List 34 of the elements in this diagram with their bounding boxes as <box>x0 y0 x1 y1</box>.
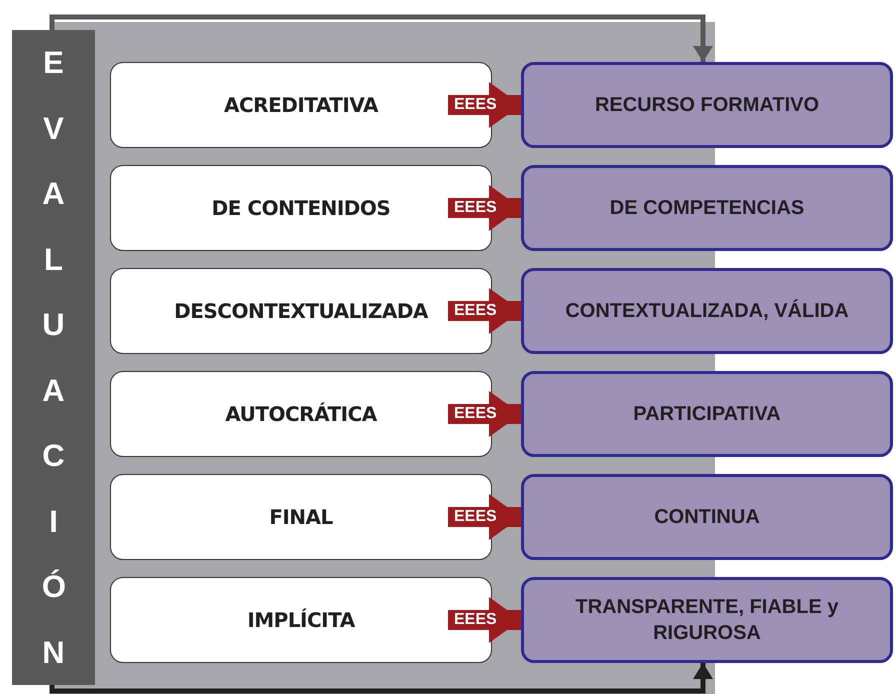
edge-label: EEES <box>454 611 497 629</box>
edge-label: EEES <box>454 96 497 114</box>
process-box <box>521 165 893 251</box>
process-box <box>521 474 893 560</box>
edge-label: EEES <box>454 508 497 526</box>
box-label: IMPLÍCITA <box>247 608 355 632</box>
box-label: TRANSPARENTE, FIABLE y RIGUROSA <box>574 595 840 646</box>
process-box <box>521 268 893 354</box>
edge-label: EEES <box>454 199 497 217</box>
arrow <box>50 663 713 694</box>
block-arrow <box>448 82 521 128</box>
box-label: AUTOCRÁTICA <box>225 402 377 426</box>
process-box <box>521 62 893 148</box>
box-label: CONTINUA <box>654 505 760 530</box>
box-label: PARTICIPATIVA <box>633 402 781 427</box>
box-label: DE COMPETENCIAS <box>610 196 804 221</box>
vertical-title: EVALUACIÓN <box>42 44 66 672</box>
box-label: CONTEXTUALIZADA, VÁLIDA <box>565 298 849 324</box>
block-arrow <box>448 597 521 643</box>
block-arrow <box>448 185 521 231</box>
box-label: FINAL <box>269 505 333 529</box>
block-arrow <box>448 391 521 437</box>
block-arrow <box>448 288 521 334</box>
edge-label: EEES <box>454 405 497 423</box>
vertical-title-band <box>12 30 95 685</box>
box-label: DE CONTENIDOS <box>212 196 390 220</box>
box-label: ACREDITATIVA <box>224 93 378 117</box>
box-label: RECURSO FORMATIVO <box>594 93 820 118</box>
box-label: DESCONTEXTUALIZADA <box>174 299 428 323</box>
arrow <box>50 14 713 62</box>
edge-label: EEES <box>454 302 497 320</box>
process-box <box>521 577 893 663</box>
process-box <box>521 371 893 457</box>
block-arrow <box>448 494 521 540</box>
